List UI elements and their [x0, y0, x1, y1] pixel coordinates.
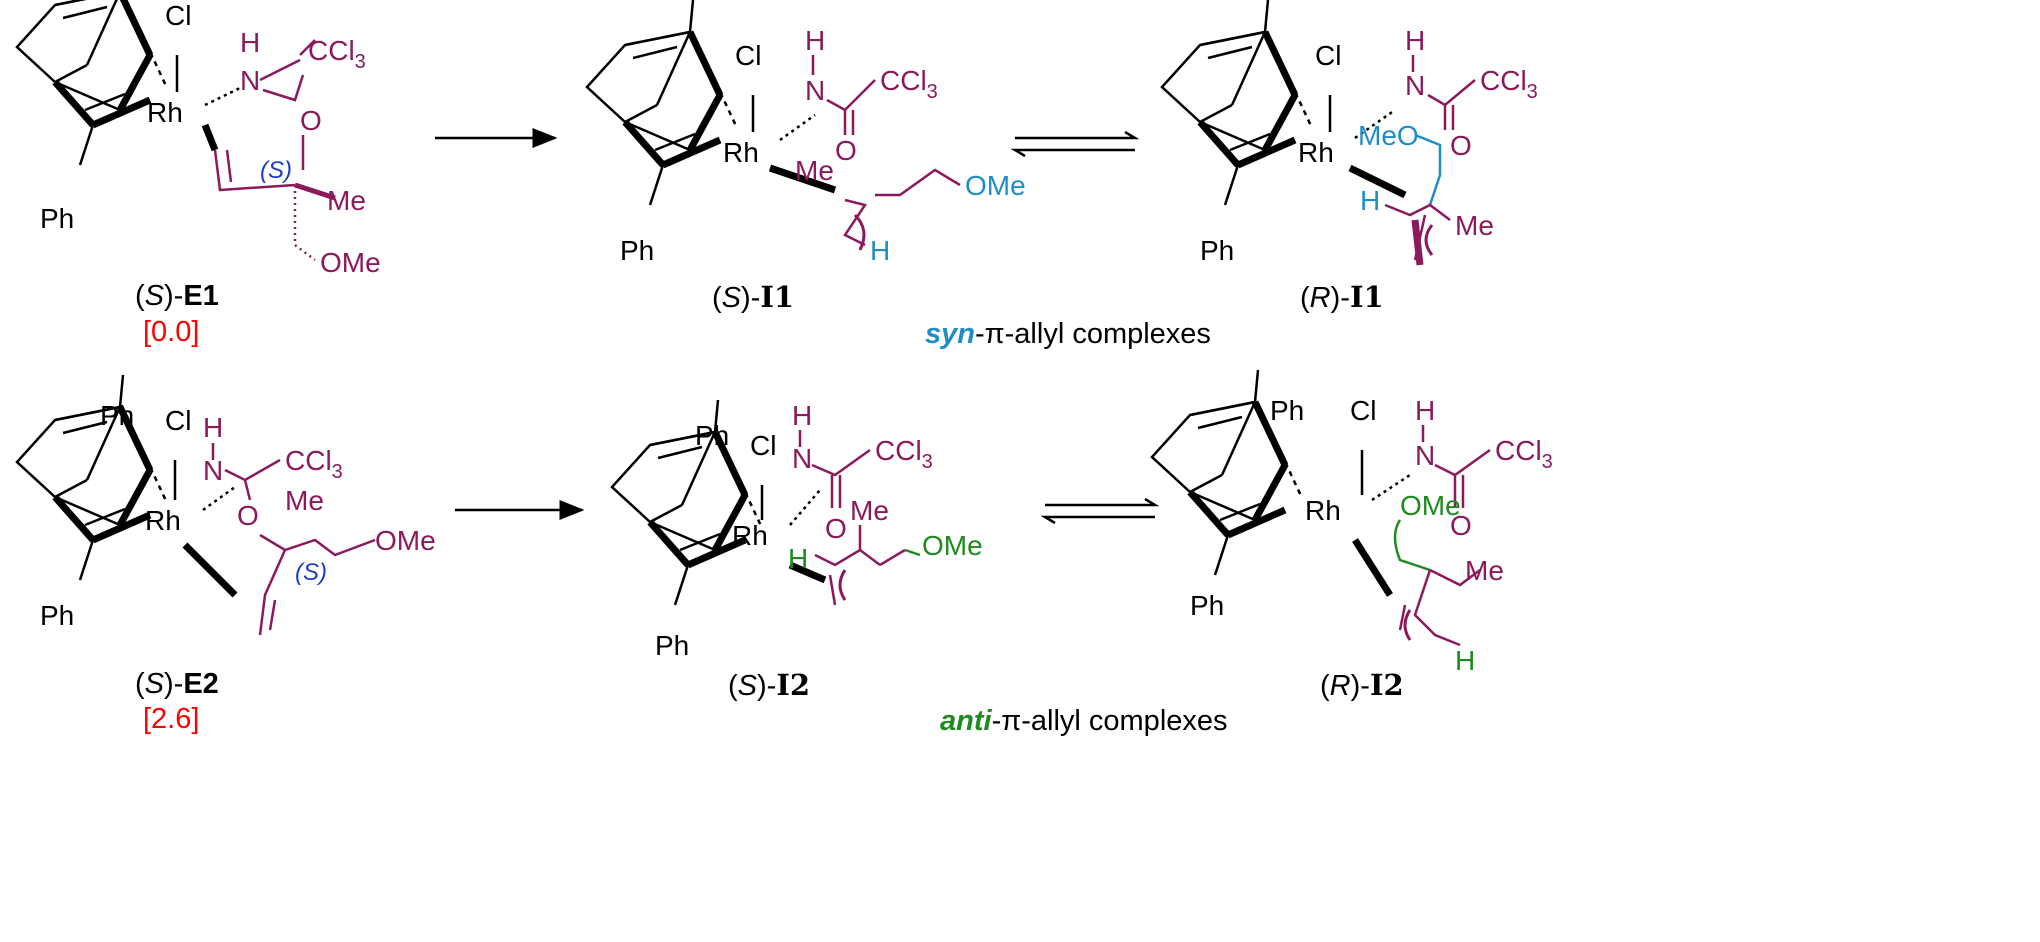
atom-me: Me	[1455, 210, 1494, 241]
atom-o: O	[1450, 130, 1472, 161]
atom-ome: OMe	[965, 170, 1026, 201]
atom-ccl3: CCl3	[308, 35, 366, 73]
atom-me: Me	[850, 495, 889, 526]
atom-ph-top: Ph	[1250, 0, 1284, 6]
atom-h: H	[1405, 25, 1425, 56]
equilibrium-arrow-i2	[1040, 497, 1160, 525]
label-i1-r: (R)-I1	[1300, 280, 1384, 314]
structure-i1-r: Ph Ph Rh Cl H N CCl3 O MeO H Me	[1162, 0, 1538, 266]
atom-h-allyl: H	[788, 543, 808, 574]
atom-ph-bottom: Ph	[1200, 235, 1234, 266]
stereo-label: (S)	[295, 559, 327, 586]
atom-ph-bottom: Ph	[40, 203, 74, 234]
atom-ome: OMe	[320, 247, 381, 278]
label-i2-r: (R)-I2	[1320, 668, 1404, 702]
atom-cl: Cl	[1315, 40, 1341, 71]
atom-ph-top: Ph	[1270, 395, 1304, 426]
label-i1-s: (S)-I1	[712, 280, 795, 314]
atom-me: Me	[795, 155, 834, 186]
atom-n: N	[805, 75, 825, 106]
atom-ph-bottom: Ph	[40, 600, 74, 631]
atom-cl: Cl	[735, 40, 761, 71]
atom-me: Me	[285, 485, 324, 516]
label-i2-s: (S)-I2	[728, 668, 811, 702]
atom-cl: Cl	[750, 430, 776, 461]
structure-i2-r: Ph Ph Rh Cl H N CCl3 O OMe Me H	[1152, 370, 1553, 676]
label-e1: (S)-E1	[135, 280, 219, 312]
atom-n: N	[792, 443, 812, 474]
atom-ccl3: CCl3	[285, 445, 343, 483]
atom-me: Me	[1465, 555, 1504, 586]
atom-ome: OMe	[1400, 490, 1461, 521]
atom-o: O	[1450, 510, 1472, 541]
atom-cl: Cl	[165, 405, 191, 436]
atom-ome: OMe	[922, 530, 983, 561]
atom-n: N	[1415, 440, 1435, 471]
structure-i2-s: Ph Ph Rh Cl H N CCl3 O H Me OMe	[612, 400, 983, 661]
atom-meo: MeO	[1358, 120, 1419, 151]
atom-cl: Cl	[165, 0, 191, 31]
section-label-anti: anti-π-allyl complexes	[940, 705, 1228, 737]
section-label-syn: syn-π-allyl complexes	[925, 318, 1211, 350]
atom-rh: Rh	[732, 520, 768, 551]
atom-ome: OMe	[375, 525, 436, 556]
atom-ccl3: CCl3	[1480, 65, 1538, 103]
atom-rh: Rh	[1305, 495, 1341, 526]
atom-rh: Rh	[723, 137, 759, 168]
atom-ccl3: CCl3	[875, 435, 933, 473]
atom-h: H	[792, 400, 812, 431]
atom-cl: Cl	[1350, 395, 1376, 426]
atom-n: N	[240, 65, 260, 96]
atom-rh: Rh	[1298, 137, 1334, 168]
equilibrium-arrow-i1	[1010, 130, 1140, 158]
atom-n: N	[1405, 70, 1425, 101]
atom-ph-top: Ph	[695, 420, 729, 451]
atom-o: O	[835, 135, 857, 166]
structure-i1-s: Ph Ph Rh Cl H N CCl3 O Me OMe H	[587, 0, 1026, 266]
structure-e1: Ph Ph Rh Cl H N CCl3 O Me OMe (S)	[17, 0, 381, 278]
atom-rh: Rh	[145, 505, 181, 536]
atom-h: H	[805, 25, 825, 56]
atom-ph-bottom: Ph	[1190, 590, 1224, 621]
atom-h: H	[1415, 395, 1435, 426]
stereo-label: (S)	[260, 157, 292, 184]
atom-ph-bottom: Ph	[620, 235, 654, 266]
atom-h-allyl: H	[1360, 185, 1380, 216]
atom-ph-top: Ph	[100, 400, 134, 431]
atom-h-allyl: H	[870, 235, 890, 266]
atom-ph-bottom: Ph	[655, 630, 689, 661]
atom-h: H	[203, 412, 223, 443]
atom-ph-top: Ph	[675, 0, 709, 6]
atom-o: O	[825, 513, 847, 544]
atom-n: N	[203, 455, 223, 486]
energy-e2: [2.6]	[143, 703, 200, 735]
atom-o: O	[237, 500, 259, 531]
atom-h: H	[240, 27, 260, 58]
atom-me: Me	[327, 185, 366, 216]
atom-ccl3: CCl3	[1495, 435, 1553, 473]
atom-rh: Rh	[147, 97, 183, 128]
label-e2: (S)-E2	[135, 668, 219, 700]
atom-h-allyl: H	[1455, 645, 1475, 676]
energy-e1: [0.0]	[143, 316, 200, 348]
atom-o: O	[300, 105, 322, 136]
atom-ccl3: CCl3	[880, 65, 938, 103]
structure-e2: Ph Ph Rh Cl H N CCl3 O Me OMe (S)	[17, 375, 436, 636]
